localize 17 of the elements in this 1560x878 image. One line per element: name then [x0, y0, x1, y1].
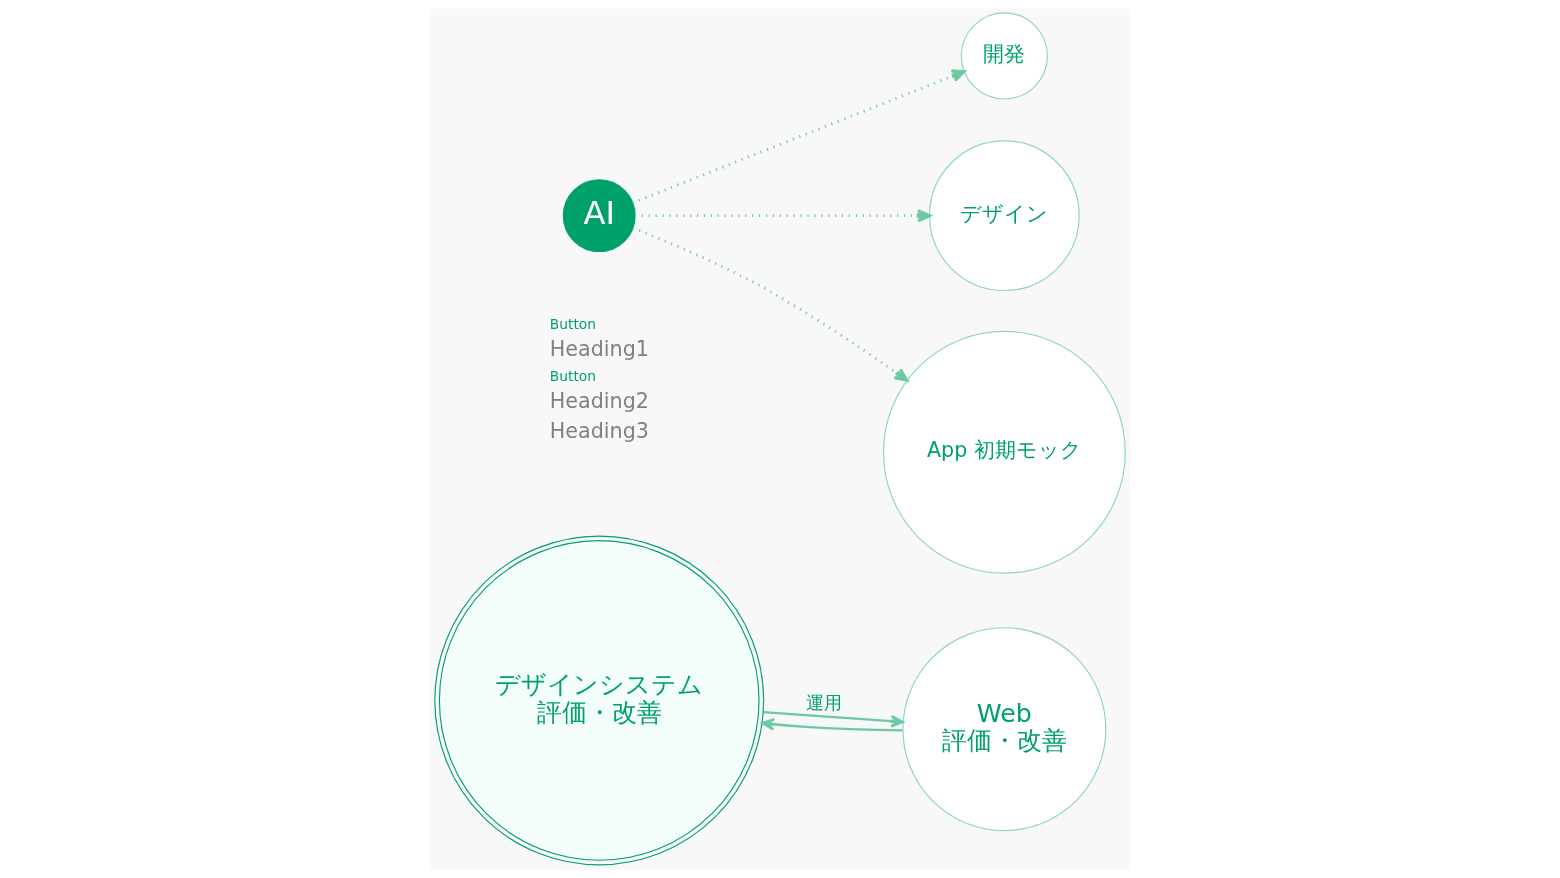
arrow [632, 69, 966, 205]
label: Button [549, 315, 596, 332]
node-circle: デザインシステム 評価・改善 [434, 535, 765, 866]
node-circle: デザイン [929, 140, 1080, 292]
node-circle: AI [562, 179, 636, 253]
arrow [761, 717, 903, 732]
arrow [632, 226, 909, 382]
label: Button [549, 367, 596, 384]
node-circle: 開発 [960, 12, 1048, 100]
label: Heading2 [549, 388, 649, 413]
node-circle: App 初期モック [882, 330, 1126, 574]
node-circle: Web 評価・改善 [902, 627, 1107, 832]
label: Heading3 [549, 418, 649, 443]
arrow [635, 209, 932, 223]
label: Heading1 [549, 337, 649, 362]
arrow [763, 710, 904, 728]
edge-label: 運用 [805, 692, 842, 714]
